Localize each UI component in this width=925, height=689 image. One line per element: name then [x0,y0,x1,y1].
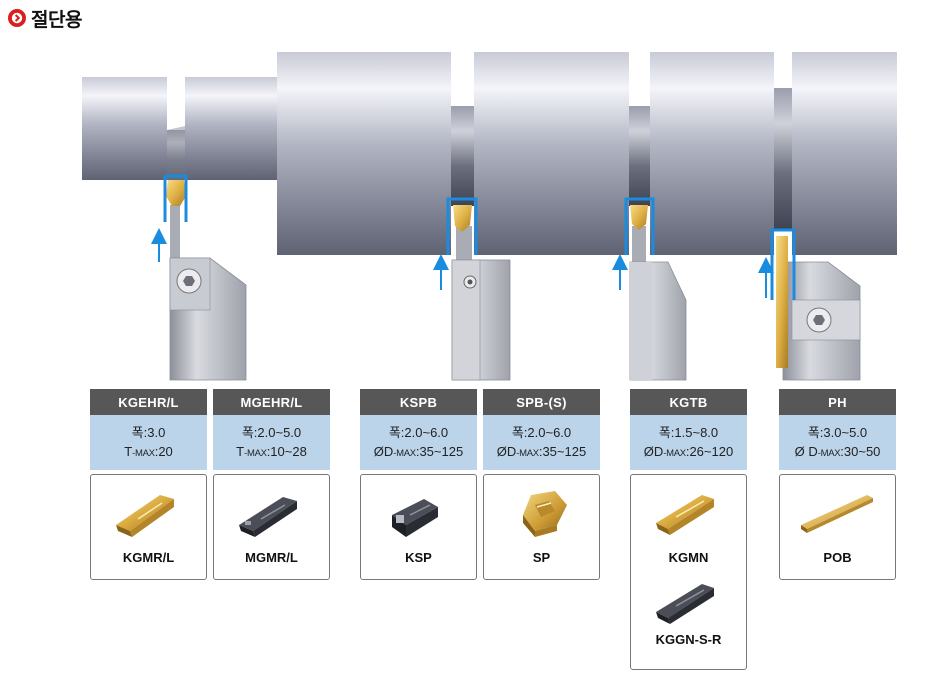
holder-card-kspb: KSPB 폭:2.0~6.0 ØD-MAX:35~125 [360,389,477,470]
spec-max: ØD-MAX:35~125 [496,443,587,459]
holder-spec: 폭:2.0~5.0 T-MAX:10~28 [213,415,330,470]
spec-max: Ø D-MAX:30~50 [794,443,881,459]
spec-width: 폭:1.5~8.0 [658,424,719,440]
holder-spec: 폭:3.0 T-MAX:20 [90,415,207,470]
holder-spec: 폭:1.5~8.0 ØD-MAX:26~120 [630,415,747,470]
holder-spec: 폭:3.0~5.0 Ø D-MAX:30~50 [779,415,896,470]
workpiece-segment [185,77,277,180]
holder-name: SPB-(S) [483,389,600,415]
insert-box-pob: POB [779,474,896,580]
insert-box-kgtb: KGMN KGGN-S-R [630,474,747,670]
workpiece-segment [792,52,897,255]
workpiece-neck [629,106,650,206]
spec-max: T-MAX:10~28 [236,443,307,459]
holder-name: KSPB [360,389,477,415]
insert-box-mgmr: MGMR/L [213,474,330,580]
insert-box-ksp: KSP [360,474,477,580]
insert-box-sp: SP [483,474,600,580]
workpiece-segment [650,52,774,255]
insert-name: KSP [405,550,432,565]
insert-highlight [446,197,478,255]
holder-name: KGEHR/L [90,389,207,415]
workpiece-segment [277,52,451,255]
insert [453,205,472,232]
gold-insert-icon [116,495,174,537]
holder-card-kgtb: KGTB 폭:1.5~8.0 ØD-MAX:26~120 [630,389,747,470]
holder-card-ph: PH 폭:3.0~5.0 Ø D-MAX:30~50 [779,389,896,470]
spec-width: 폭:3.0~5.0 [807,424,868,440]
insert-name: SP [532,550,551,565]
holder-name: PH [779,389,896,415]
insert-name: POB [823,550,852,565]
workpiece-neck [774,88,792,230]
insert-box-kgmr: KGMR/L [90,474,207,580]
section-header: 절단용 [8,6,82,31]
workpiece [82,52,897,255]
dark-insert-icon [656,584,714,624]
insert [166,180,186,206]
gold-insert-icon [801,495,873,533]
tool-kspb [433,197,511,381]
insert-name: KGGN-S-R [655,632,722,647]
dark-insert-icon [392,499,438,537]
dark-insert-icon [239,497,297,537]
insert-name: KGMN [668,550,709,565]
holder-card-kgehr: KGEHR/L 폭:3.0 T-MAX:20 [90,389,207,470]
spec-width: 폭:2.0~5.0 [241,424,302,440]
spec-width: 폭:3.0 [131,424,166,440]
holder-name: MGEHR/L [213,389,330,415]
insert [630,205,648,230]
spec-max: ØD-MAX:35~125 [373,443,464,459]
spec-max: ØD-MAX:26~120 [643,443,734,459]
spec-width: 폭:2.0~6.0 [388,424,449,440]
section-title: 절단용 [31,9,82,31]
spec-width: 폭:2.0~6.0 [511,424,572,440]
workpiece-segment [474,52,629,255]
insert-highlight [163,174,188,222]
tool-kgehr [151,174,247,381]
insert-name: KGMR/L [122,550,175,565]
holder-card-spb: SPB-(S) 폭:2.0~6.0 ØD-MAX:35~125 [483,389,600,470]
insert-highlight [624,197,655,255]
holder-name: KGTB [630,389,747,415]
insert-name: MGMR/L [245,550,298,565]
holder-card-mgehr: MGEHR/L 폭:2.0~5.0 T-MAX:10~28 [213,389,330,470]
workpiece-chamfer [167,126,185,180]
gold-insert-icon [656,495,714,535]
spec-max: T-MAX:20 [124,443,173,459]
gold-insert-icon [523,491,567,537]
workpiece-neck [451,106,474,206]
tool-kgtb [612,197,687,381]
holder-spec: 폭:2.0~6.0 ØD-MAX:35~125 [483,415,600,470]
tool-ph [758,228,861,381]
insert [776,236,788,368]
circle-arrow-icon [8,9,26,27]
holder-spec: 폭:2.0~6.0 ØD-MAX:35~125 [360,415,477,470]
workpiece-segment [82,77,167,180]
